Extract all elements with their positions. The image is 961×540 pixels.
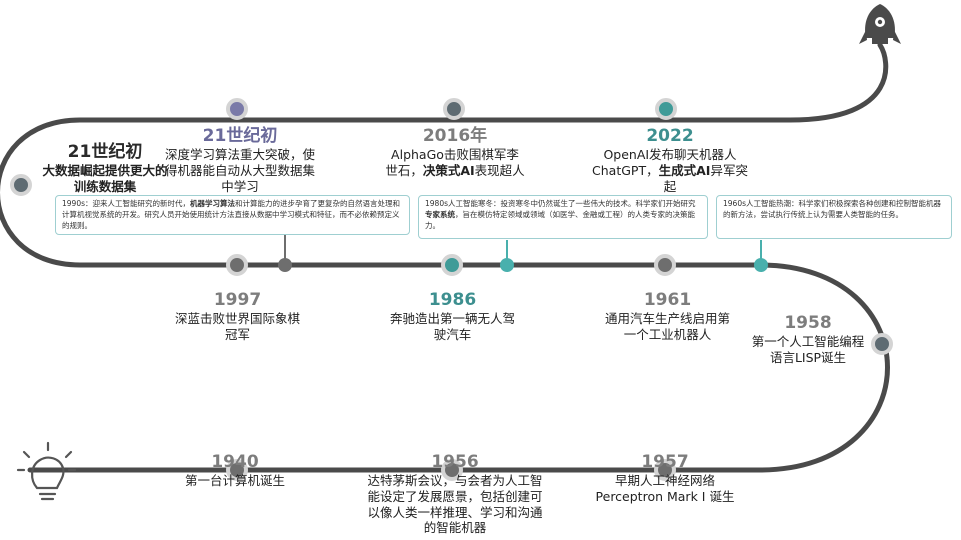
milestone-desc: 第一台计算机诞生 — [184, 473, 285, 489]
milestone-2022: 2022 OpenAI发布聊天机器人ChatGPT，生成式AI异军突起 — [590, 126, 750, 194]
milestone-desc: 深蓝击败世界国际象棋冠军 — [175, 311, 301, 342]
milestone-1997: 1997 深蓝击败世界国际象棋冠军 — [175, 290, 300, 343]
milestone-desc: 奔驰造出第一辆无人驾驶汽车 — [390, 311, 516, 342]
rocket-icon — [859, 4, 901, 44]
milestone-1961: 1961 通用汽车生产线启用第一个工业机器人 — [605, 290, 730, 343]
milestone-year: 1958 — [784, 313, 832, 333]
info-box-1960s: 1960s人工智能热潮：科学家们积极探索各种创建和控制智能机器的新方法，尝试执行… — [716, 195, 952, 239]
milestone-desc: 达特茅斯会议，与会者为人工智能设定了发展愿景，包括创建可以像人类一样推理、学习和… — [367, 473, 543, 536]
info-box-1980s: 1980s人工智能寒冬：投资寒冬中仍然诞生了一些伟大的技术。科学家们开始研究专家… — [418, 195, 708, 239]
timeline-node-21st-century-deep-learning — [226, 98, 248, 120]
milestone-1956: 1956 达特茅斯会议，与会者为人工智能设定了发展愿景，包括创建可以像人类一样推… — [365, 452, 545, 536]
timeline-node-1957 — [654, 459, 676, 481]
milestone-year: 1956 — [431, 452, 479, 472]
milestone-desc: 第一个人工智能编程语言LISP诞生 — [751, 334, 865, 365]
box-connector-dot-1960s — [754, 258, 768, 272]
lightbulb-icon — [16, 441, 77, 501]
timeline-node-2022 — [655, 98, 677, 120]
box-connector-dot-1990s — [278, 258, 292, 272]
milestone-year: 2022 — [646, 126, 694, 146]
box-connector-dot-1980s — [500, 258, 514, 272]
milestone-desc: OpenAI发布聊天机器人ChatGPT，生成式AI异军突起 — [592, 147, 748, 194]
milestone-year: 1986 — [428, 290, 477, 310]
milestone-desc: 早期人工神经网络 Perceptron Mark I 诞生 — [595, 473, 735, 504]
milestone-year: 21世纪初 — [202, 126, 278, 146]
milestone-21st-century-deep-learning: 21世纪初 深度学习算法重大突破，使得机器能自动从大型数据集中学习 — [165, 126, 315, 194]
milestone-desc: 通用汽车生产线启用第一个工业机器人 — [605, 311, 731, 342]
milestone-21st-century-big-data: 21世纪初 大数据崛起提供更大的训练数据集 — [40, 142, 170, 195]
milestone-2016: 2016年 AlphaGo击败围棋军李世石，决策式AI表现超人 — [385, 126, 525, 179]
milestone-year: 1957 — [641, 452, 689, 472]
milestone-year: 1940 — [211, 452, 259, 472]
timeline-path — [0, 42, 890, 473]
milestone-desc: 深度学习算法重大突破，使得机器能自动从大型数据集中学习 — [165, 147, 316, 194]
milestone-year: 21世纪初 — [67, 142, 143, 162]
timeline-node-1997 — [226, 254, 248, 276]
timeline-node-2016 — [443, 98, 465, 120]
timeline-node-1958 — [871, 333, 893, 355]
milestone-1958: 1958 第一个人工智能编程语言LISP诞生 — [748, 313, 868, 366]
milestone-year: 2016年 — [422, 126, 488, 146]
milestone-desc: AlphaGo击败围棋军李世石，决策式AI表现超人 — [385, 147, 525, 178]
timeline-node-1961 — [654, 254, 676, 276]
timeline-node-1940 — [226, 459, 248, 481]
milestone-desc: 大数据崛起提供更大的训练数据集 — [42, 163, 168, 194]
milestone-1986: 1986 奔驰造出第一辆无人驾驶汽车 — [390, 290, 515, 343]
milestone-1940: 1940 第一台计算机诞生 — [170, 452, 300, 489]
milestone-year: 1961 — [643, 290, 692, 310]
timeline-node-1956 — [441, 459, 463, 481]
milestone-1957: 1957 早期人工神经网络 Perceptron Mark I 诞生 — [590, 452, 740, 505]
info-box-1990s: 1990s：迎来人工智能研究的新时代，机器学习算法和计算能力的进步孕育了更复杂的… — [55, 195, 410, 235]
timeline-node-start — [10, 174, 32, 196]
milestone-year: 1997 — [213, 290, 262, 310]
timeline-node-1986 — [441, 254, 463, 276]
